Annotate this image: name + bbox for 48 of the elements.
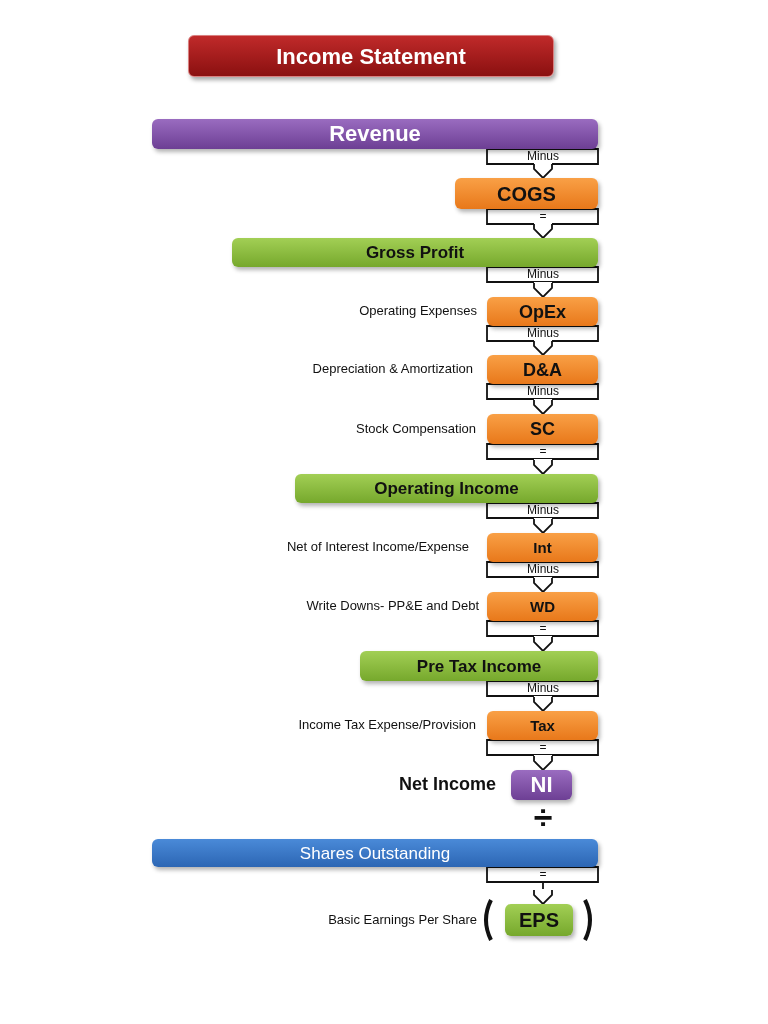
divide-sign: ÷ — [532, 800, 554, 834]
callout-arrow — [486, 739, 599, 771]
callout-arrow — [486, 866, 599, 905]
side-label: Operating Expenses — [359, 304, 477, 317]
edge-label: = — [538, 622, 548, 635]
statement-bar: Tax — [487, 711, 598, 740]
statement-bar: D&A — [487, 355, 598, 384]
side-label: Stock Compensation — [356, 421, 476, 435]
edge-label: Minus — [526, 504, 560, 517]
edge-label: Minus — [526, 150, 560, 163]
callout-arrow — [486, 620, 599, 652]
callout-arrow — [486, 561, 599, 593]
edge-label: = — [538, 741, 548, 754]
statement-bar: Int — [487, 533, 598, 562]
edge-label: Minus — [526, 563, 560, 576]
edge-label: Minus — [526, 385, 560, 398]
side-label: Depreciation & Amortization — [312, 362, 473, 375]
statement-bar: Operating Income — [295, 474, 598, 503]
statement-bar: COGS — [455, 178, 598, 209]
edge-label: Minus — [526, 682, 560, 695]
statement-bar: OpEx — [487, 297, 598, 326]
statement-bar: Revenue — [152, 119, 598, 149]
callout-arrow — [486, 383, 599, 415]
edge-label: = — [538, 868, 548, 881]
side-label: Basic Earnings Per Share — [328, 912, 477, 926]
edge-label: = — [538, 445, 548, 458]
callout-arrow — [486, 325, 599, 356]
side-label: Net Income — [398, 775, 496, 793]
title-banner: Income Statement — [188, 35, 554, 77]
statement-bar: SC — [487, 414, 598, 444]
callout-arrow — [486, 502, 599, 534]
statement-bar: WD — [487, 592, 598, 621]
callout-arrow — [486, 208, 599, 239]
side-label: Net of Interest Income/Expense — [286, 540, 469, 553]
edge-label: Minus — [526, 268, 560, 281]
edge-label: = — [538, 210, 548, 223]
side-label: Income Tax Expense/Provision — [298, 718, 476, 731]
statement-bar: EPS — [505, 904, 573, 936]
callout-arrow — [486, 266, 599, 298]
statement-bar: NI — [511, 770, 572, 800]
edge-label: Minus — [526, 327, 560, 340]
callout-arrow — [486, 680, 599, 712]
statement-bar: Gross Profit — [232, 238, 598, 267]
statement-bar: Shares Outstanding — [152, 839, 598, 867]
callout-arrow — [486, 443, 599, 475]
side-label: Write Downs- PP&E and Debt — [306, 599, 479, 612]
callout-arrow — [486, 148, 599, 179]
statement-bar: Pre Tax Income — [360, 651, 598, 681]
